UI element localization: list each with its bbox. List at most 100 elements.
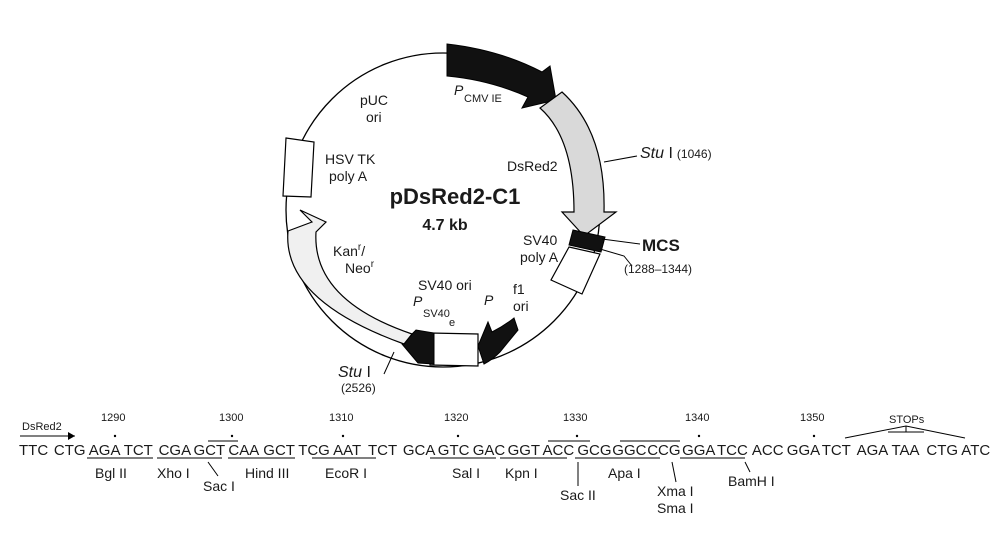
saci-leader — [207, 461, 219, 477]
pos-dot — [456, 434, 460, 438]
codon: AGA — [89, 442, 121, 459]
xmai-leader — [671, 461, 677, 483]
plasmid-size: 4.7 kb — [422, 217, 468, 234]
enzyme-apai: Apa I — [608, 465, 641, 481]
psv40-label-p: P — [413, 293, 423, 309]
enzyme-sali: Sal I — [452, 465, 480, 481]
codon: CTG — [926, 442, 958, 459]
stops-label: STOPs — [889, 414, 925, 426]
enzyme-xmai: Xma I — [657, 483, 694, 499]
puc-label-2: ori — [366, 109, 382, 125]
stu-site-2-pos: (2526) — [341, 381, 376, 395]
codon: GGA — [682, 442, 715, 459]
sv40-polya-label-2: poly A — [520, 249, 559, 265]
codon: CAA — [228, 442, 259, 459]
mcs-range-line — [599, 248, 633, 267]
mcs-callout-line — [601, 238, 641, 245]
codon: TCC — [717, 442, 748, 459]
codon: ACC — [543, 442, 575, 459]
pos-1300: 1300 — [219, 412, 243, 424]
codon: AAT — [333, 442, 361, 459]
position-dots — [113, 434, 816, 438]
enzyme-bglii: Bgl II — [95, 465, 127, 481]
plasmid-name: pDsRed2-C1 — [390, 184, 521, 209]
mcs-label: MCS — [642, 236, 680, 255]
pos-dot — [113, 434, 117, 438]
pos-1350: 1350 — [800, 412, 824, 424]
pos-dot — [341, 434, 345, 438]
mcs-block — [568, 229, 606, 253]
pos-dot — [697, 434, 701, 438]
sv40-polya-box — [550, 246, 601, 295]
neo-label: Neor — [345, 259, 375, 276]
dsred2-arrow-label: DsRed2 — [22, 421, 62, 433]
codon: TCT — [822, 442, 851, 459]
codon: GCA — [403, 442, 436, 459]
codon: GCG — [577, 442, 611, 459]
sv40-polya-label-1: SV40 — [523, 232, 557, 248]
hsvtk-polya-box — [282, 137, 315, 198]
enzyme-bamhi: BamH I — [728, 473, 775, 489]
stu-site-1-line — [603, 155, 638, 163]
pos-1290: 1290 — [101, 412, 125, 424]
codon: ATC — [961, 442, 990, 459]
dsred2-reading-arrowhead — [68, 432, 75, 440]
sv40-ori-label: SV40 ori — [418, 277, 472, 293]
enzyme-smai: Sma I — [657, 500, 694, 516]
enzyme-hindiii: Hind III — [245, 465, 289, 481]
codon: TCT — [124, 442, 153, 459]
site-leaders — [207, 461, 751, 486]
pos-1330: 1330 — [563, 412, 587, 424]
codon: GCT — [263, 442, 295, 459]
puc-label-1: pUC — [360, 92, 388, 108]
codon: GTC — [438, 442, 470, 459]
p-small-label: P — [484, 292, 494, 308]
pos-dot — [230, 434, 234, 438]
f1-ori-label-1: f1 — [513, 281, 525, 297]
stu-site-2-label: Stu I — [338, 364, 371, 381]
sequence-position-numbers: 1290 1300 1310 1320 1330 1340 1350 — [101, 412, 824, 424]
pcmv-label-sub: CMV IE — [464, 93, 502, 105]
f1-ori-label-2: ori — [513, 298, 529, 314]
hsvtk-label-1: HSV TK — [325, 151, 376, 167]
psv40-arrow — [401, 329, 435, 365]
pos-1340: 1340 — [685, 412, 709, 424]
pos-1310: 1310 — [329, 412, 353, 424]
hsvtk-label-2: poly A — [329, 168, 368, 184]
kan-label: Kanr/ — [333, 242, 365, 259]
pos-1320: 1320 — [444, 412, 468, 424]
codon: GGC — [612, 442, 646, 459]
p-promoter-arrow — [477, 317, 519, 365]
mcs-sequence: DsRed2 STOPs 1290 1300 1310 1320 1330 13… — [19, 412, 990, 516]
stu-site-1-label: Stu I(1046) — [640, 145, 712, 162]
codon: GAC — [473, 442, 506, 459]
psv40-label-sub: SV40 — [423, 308, 450, 320]
bamhi-leader — [744, 461, 751, 473]
codon: ACC — [752, 442, 784, 459]
codon: CCG — [647, 442, 680, 459]
pos-dot — [575, 434, 579, 438]
enzyme-sacii: Sac II — [560, 487, 596, 503]
codon: TAA — [892, 442, 920, 459]
enzyme-ecori: EcoR I — [325, 465, 367, 481]
codon: GGT — [508, 442, 540, 459]
enzyme-kpni: Kpn I — [505, 465, 538, 481]
sv40-ori-box — [429, 332, 479, 367]
codon: TTC — [19, 442, 48, 459]
codon: AGA — [857, 442, 889, 459]
codon: CTG — [54, 442, 86, 459]
enzyme-labels: Bgl II Xho I Hind III EcoR I Sal I Kpn I… — [95, 465, 775, 516]
pos-dot — [812, 434, 816, 438]
stu-site-2-line — [383, 351, 395, 375]
codon: GGA — [787, 442, 820, 459]
codon: TCG — [298, 442, 330, 459]
codon: GCT — [194, 442, 226, 459]
enzyme-saci: Sac I — [203, 478, 235, 494]
dsred2-label: DsRed2 — [507, 158, 558, 174]
pcmv-label-p: P — [454, 82, 464, 98]
codon: TCT — [368, 442, 397, 459]
mcs-range: (1288–1344) — [624, 262, 692, 276]
